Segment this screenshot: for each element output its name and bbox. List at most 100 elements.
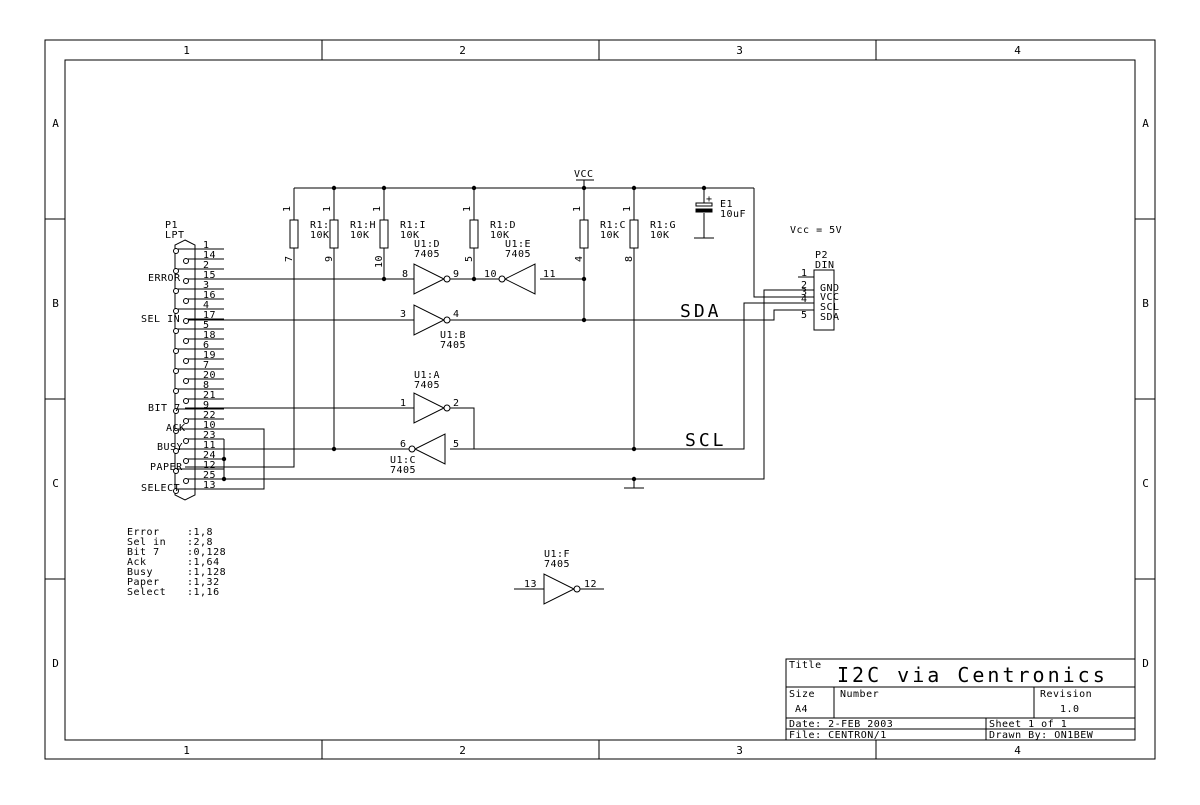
p1-pin-number: 12 (203, 460, 216, 471)
resistor-pin-a: 1 (622, 205, 633, 212)
p1-pin-contact (173, 468, 179, 474)
revision-label: Revision (1040, 689, 1092, 700)
p2-pin-number: 4 (801, 294, 808, 305)
inverter-u1-a: U1:A 7405 1 2 (400, 370, 460, 424)
gate-pin-out: 10 (484, 269, 497, 280)
resistor-r1-c: 1 4 R1:C 10K (572, 205, 626, 262)
p1-pin-number: 23 (203, 430, 216, 441)
inverter-u1-b: U1:B 7405 3 4 (400, 304, 466, 351)
resistor-pin-b: 10 (374, 255, 385, 268)
column-label-4: 4 (1014, 44, 1022, 57)
gate-pin-out: 6 (400, 439, 407, 450)
resistor-pin-a: 1 (462, 205, 473, 212)
connector-type: LPT (165, 230, 185, 241)
p1-pin-number: 16 (203, 290, 216, 301)
gate-pin-out: 12 (584, 579, 597, 590)
bit-table-value: :0,128 (187, 547, 226, 558)
p1-pin-number: 14 (203, 250, 216, 261)
file-field: File: CENTRON/1 (789, 730, 887, 741)
gate-pin-in: 5 (453, 439, 460, 450)
p1-pin-contact (183, 358, 189, 364)
gate-ref: U1:B (440, 330, 466, 341)
connector-ref: P1 (165, 220, 178, 231)
row-label-b-right: B (1142, 297, 1150, 310)
column-label-2: 2 (459, 44, 467, 57)
gate-ref: U1:D (414, 239, 440, 250)
gate-ref: U1:E (505, 239, 531, 250)
p1-pin-contact (183, 338, 189, 344)
row-label-d: D (52, 657, 60, 670)
gate-part: 7405 (544, 559, 570, 570)
p1-pin-number: 24 (203, 450, 216, 461)
p1-pin-contact (173, 488, 179, 494)
p1-pin-contact (183, 458, 189, 464)
size-value: A4 (795, 704, 808, 715)
resistor-pin-b: 8 (624, 255, 635, 262)
resistor-r1-i: 1 10 R1:I 10K (372, 205, 426, 268)
capacitor-polarity: + (706, 194, 713, 205)
connector-p2-din: P2 DIN 1 2 3 4 5 GND VCC SCL SDA (798, 250, 840, 331)
resistor-ref: R1:F (310, 220, 336, 231)
wires (185, 179, 814, 490)
signal-label-error: ERROR (148, 273, 181, 284)
gate-part: 7405 (440, 340, 466, 351)
p1-pin-number: 3 (203, 280, 210, 291)
p1-pin-contact (173, 248, 179, 254)
p1-pin-contact (173, 288, 179, 294)
resistor-value: 10K (600, 230, 620, 241)
p1-pin-contact (173, 428, 179, 434)
row-label-a: A (52, 117, 60, 130)
gate-pin-out: 4 (453, 309, 460, 320)
signal-label-bit-7: BIT 7 (148, 403, 181, 414)
column-label-4-bottom: 4 (1014, 744, 1022, 757)
resistor-r1-g: 1 8 R1:G 10K (622, 205, 676, 262)
p1-signal-labels: ERROR SEL IN BIT 7 ACK BUSY PAPER SELECT (141, 273, 186, 494)
column-label-3-bottom: 3 (736, 744, 744, 757)
p1-pin-number: 4 (203, 300, 210, 311)
capacitor-e1: + E1 10uF (695, 194, 746, 220)
p1-pin-number: 10 (203, 420, 216, 431)
p1-pin-contact (183, 318, 189, 324)
p1-pin-number: 18 (203, 330, 216, 341)
p1-pin-number: 19 (203, 350, 216, 361)
row-label-b: B (52, 297, 60, 310)
revision-value: 1.0 (1060, 704, 1080, 715)
gate-pin-in: 1 (400, 398, 407, 409)
p1-pin-number: 11 (203, 440, 216, 451)
row-label-a-right: A (1142, 117, 1150, 130)
gate-ref: U1:A (414, 370, 440, 381)
p1-pin-number: 6 (203, 340, 210, 351)
p2-signal-sda: SDA (820, 312, 840, 323)
bit-table-value: :1,16 (187, 587, 220, 598)
resistor-ref: R1:G (650, 220, 676, 231)
column-label-2-bottom: 2 (459, 744, 467, 757)
gate-pin-out: 9 (453, 269, 460, 280)
gate-part: 7405 (505, 249, 531, 260)
gate-pin-in: 3 (400, 309, 407, 320)
p1-pin-number: 9 (203, 400, 210, 411)
drawing-title: I2C via Centronics (837, 663, 1108, 687)
gate-pin-out: 2 (453, 398, 460, 409)
signal-label-ack: ACK (166, 423, 186, 434)
signal-label-paper: PAPER (150, 462, 183, 473)
p1-pin-contact (173, 328, 179, 334)
net-label-sda: SDA (680, 301, 722, 322)
p2-signal-gnd: GND (820, 283, 840, 294)
size-label: Size (789, 689, 815, 700)
bit-table-value: :1,128 (187, 567, 226, 578)
bit-table-name: Paper (127, 577, 160, 588)
resistor-r1-h: 1 9 R1:H 10K (322, 205, 376, 262)
p2-pin-number: 5 (801, 310, 808, 321)
drawn-by-field: Drawn By: ON1BEW (989, 730, 1094, 741)
gate-ref: U1:F (544, 549, 570, 560)
sheet-field: Sheet 1 of 1 (989, 719, 1067, 730)
bit-table: Error :1,8 Sel in :2,8 Bit 7 :0,128 Ack … (127, 527, 226, 598)
resistor-value: 10K (490, 230, 510, 241)
column-label-1: 1 (183, 44, 191, 57)
resistor-pin-b: 5 (464, 255, 475, 262)
p1-pin-number: 25 (203, 470, 216, 481)
bit-table-value: :1,8 (187, 527, 213, 538)
p2-pin-number: 2 (801, 280, 808, 291)
bit-table-value: :1,32 (187, 577, 220, 588)
